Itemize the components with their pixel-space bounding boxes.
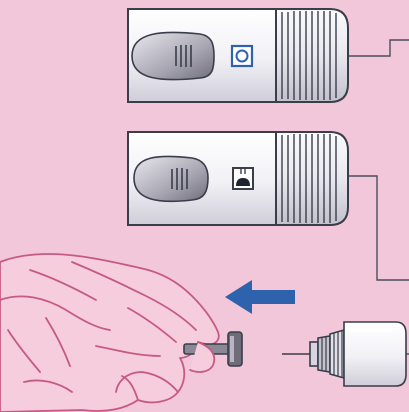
cap-grip-ridges bbox=[281, 11, 337, 100]
hand-holding-lancet-icon bbox=[0, 253, 220, 412]
release-button bbox=[133, 155, 209, 203]
square-dome-icon bbox=[232, 167, 254, 190]
needle-cap-icon bbox=[282, 321, 407, 387]
lancing-pen-middle bbox=[127, 131, 349, 226]
lancing-pen-top bbox=[127, 8, 349, 103]
cap-grip-ridges bbox=[281, 134, 337, 223]
thumb-tip bbox=[189, 341, 216, 373]
release-button bbox=[131, 31, 215, 81]
square-blue-circle-icon bbox=[230, 44, 254, 68]
blue-arrow-left-icon bbox=[225, 280, 295, 314]
